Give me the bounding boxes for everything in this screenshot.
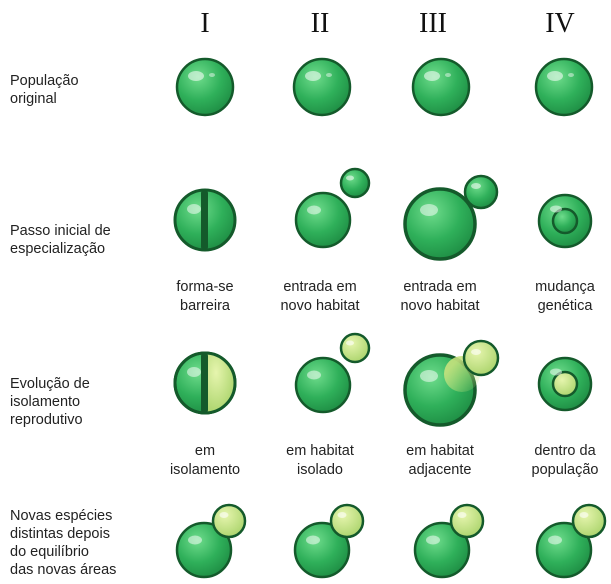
new-species-pair-II [293,503,365,579]
new-species-pair-IV [535,503,607,579]
new-species-core [551,370,579,398]
barrier-sphere-I [173,188,237,252]
within-population-sphere-IV [537,356,593,412]
isolation-sphere-I [173,351,237,415]
population-sphere-IV [534,57,594,117]
genetic-change-sphere-IV [537,193,593,249]
new-species-pair-I [175,503,247,579]
population-sphere-II [292,57,352,117]
population-sphere-III [411,57,471,117]
adjacent-sphere [463,174,499,210]
new-species-sphere [462,339,500,377]
small-migrant-sphere [339,167,371,199]
column-header-III: III [419,8,447,39]
barrier-line [201,353,208,413]
mutation-ring [551,207,579,235]
isolated-habitat-sphere-II [294,332,371,414]
adjacent-habitat-sphere-III [403,339,500,427]
habitat-entry-sphere-III [403,174,499,261]
population-sphere-I [175,57,235,117]
new-species-sphere [339,332,371,364]
new-species-pair-III [413,503,485,579]
column-header-I: I [200,8,210,39]
barrier-line [201,190,208,250]
column-header-IV: IV [545,8,575,39]
habitat-entry-sphere-II [294,167,371,249]
column-header-II: II [310,8,330,39]
